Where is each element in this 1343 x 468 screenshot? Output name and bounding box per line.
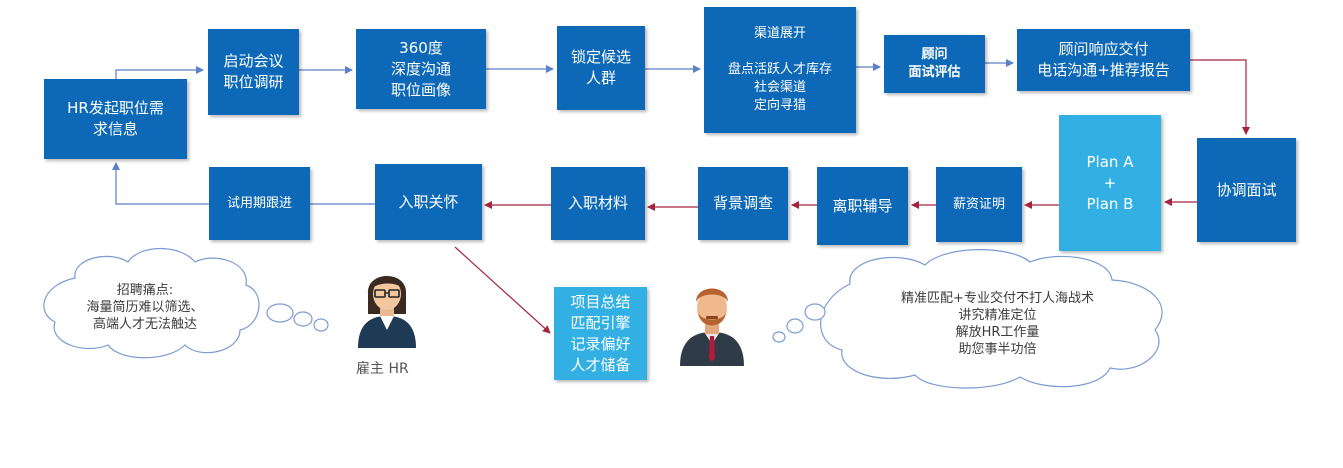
box-onboard-care-label: 入职关怀 [398,192,459,211]
box-resign-guide: 离职辅导 [817,167,908,245]
arrow-hr-to-kickoff [115,66,204,79]
arrow-probation-to-hr [112,162,209,205]
box-coord-interview: 协调面试 [1197,138,1296,242]
box-consultant-eval: 顾问 面试评估 [884,35,985,93]
female-hr-avatar-icon [358,276,416,348]
box-onboard-materials: 入职材料 [551,167,645,240]
box-consultant-delivery-label: 顾问响应交付 电话沟通+推荐报告 [1037,40,1170,79]
box-lock-candidates-label: 锁定候选 人群 [570,48,631,87]
box-salary-proof: 薪资证明 [936,167,1022,242]
box-salary-proof-label: 薪资证明 [952,196,1005,212]
box-lock-candidates: 锁定候选 人群 [557,26,645,110]
box-kickoff-label: 启动会议 职位调研 [223,52,284,91]
box-resign-guide-label: 离职辅导 [832,196,893,215]
box-consultant-eval-label: 顾问 面试评估 [908,47,961,80]
arrow-care-to-summary [454,246,551,334]
box-plan: Plan A + Plan B [1059,115,1161,251]
box-onboard-care: 入职关怀 [375,164,482,240]
box-channels: 渠道展开 盘点活跃人才库存 社会渠道 定向寻猎 [704,7,856,133]
box-summary: 项目总结 匹配引擎 记录偏好 人才储备 [554,287,647,380]
box-background-check-label: 背景调查 [712,194,773,212]
cloud-right-text: 精准匹配+专业交付不打人海战术 讲究精准定位 解放HR工作量 助您事半功倍 [901,291,1094,357]
box-probation-label: 试用期跟进 [226,195,292,211]
box-onboard-materials-label: 入职材料 [567,194,628,212]
box-coord-interview-label: 协调面试 [1216,180,1277,199]
box-consultant-delivery: 顾问响应交付 电话沟通+推荐报告 [1017,29,1190,91]
cloud-left-text: 招聘痛点: 海量简历难以筛选、 高端人才无法触达 [86,283,204,332]
employer-hr-label: 雇主 HR [356,361,409,377]
box-deep-comm: 360度 深度沟通 职位画像 [356,29,486,109]
male-consultant-avatar-icon [680,288,744,366]
box-kickoff: 启动会议 职位调研 [208,29,299,115]
thought-cloud-icon-left [43,247,329,359]
box-hr-start: HR发起职位需 求信息 [44,79,187,159]
thought-cloud-icon-right [772,249,1163,389]
box-deep-comm-label: 360度 深度沟通 职位画像 [390,38,451,99]
box-hr-start-label: HR发起职位需 求信息 [67,99,164,138]
box-plan-label: Plan A + Plan B [1086,152,1134,213]
box-background-check: 背景调查 [698,167,788,240]
box-summary-label: 项目总结 匹配引擎 记录偏好 人才储备 [570,292,631,374]
arrow-delivery-to-coord [1190,59,1250,135]
box-channels-label: 渠道展开 盘点活跃人才库存 社会渠道 定向寻猎 [727,26,832,113]
box-probation: 试用期跟进 [209,167,310,240]
